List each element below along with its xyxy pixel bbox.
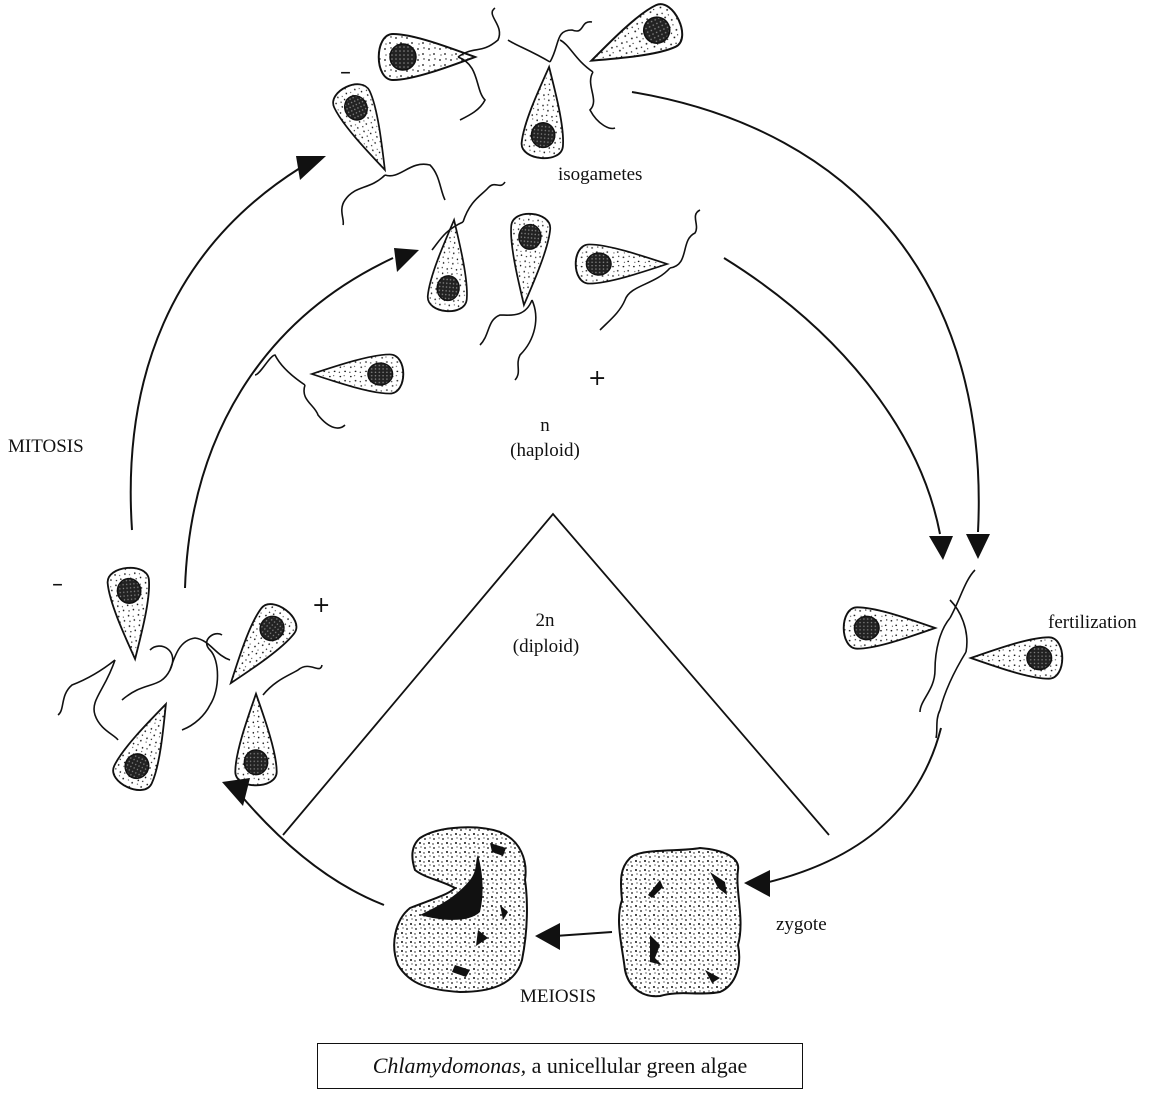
label-zygote: zygote [776,914,827,935]
label-diploid-word: (diploid) [512,636,580,657]
gamete-cell [503,211,553,308]
mitosis-arc-outer [129,167,301,531]
arrowhead-mitosis-outer [296,156,326,180]
label-diploid-n: 2n [535,610,555,631]
cycle-arrows [129,91,980,937]
gamete-cell [574,243,669,285]
gamete-cell [842,606,937,650]
fertilization-arc-inner [723,257,941,535]
gamete-cell [425,217,475,314]
label-fertilization: fertilization [1048,612,1137,633]
mating-type-minus-top: – [340,60,351,85]
zygote-arc [764,727,942,884]
caption-genus: Chlamydomonas, [372,1053,527,1078]
arrowhead-mitosis-inner [394,248,419,272]
arrowhead-return [222,778,250,806]
gamete-cell [519,64,571,161]
arrowhead-fert-left [929,536,953,560]
label-meiosis: MEIOSIS [520,986,597,1007]
label-isogametes: isogametes [558,164,643,185]
arrowhead-meiosis [535,923,560,950]
gamete-cell [107,694,186,797]
meiosis-cell [393,826,528,994]
gamete-cell [969,636,1064,680]
flagella [57,7,976,741]
gamete-cell [327,77,404,180]
arrowheads [222,156,990,950]
label-mitosis: MITOSIS [8,436,84,457]
mating-type-plus-left: + [312,593,331,618]
isogamete-cells [105,0,1064,797]
mitosis-arc-inner [184,257,394,589]
gamete-cell [213,596,304,697]
gamete-cell [234,692,278,787]
meiosis-arc [554,931,613,937]
figure-caption: Chlamydomonas, a unicellular green algae [317,1043,803,1089]
label-haploid-n: n [540,415,550,436]
caption-rest: a unicellular green algae [526,1053,748,1078]
arrowhead-fert-right [966,534,990,559]
mating-type-plus-top: + [588,366,607,391]
arrowhead-zygote [744,870,770,897]
fertilization-arc-outer [631,91,980,533]
mating-type-minus-left: – [52,572,63,597]
diploid-triangle [282,512,830,836]
gamete-cell [105,565,157,662]
gamete-cell [377,33,476,81]
zygote-cell [618,846,742,998]
label-haploid-word: (haploid) [510,440,580,461]
gamete-cell [580,0,690,83]
gamete-cell [310,353,405,395]
return-arc [237,791,385,906]
